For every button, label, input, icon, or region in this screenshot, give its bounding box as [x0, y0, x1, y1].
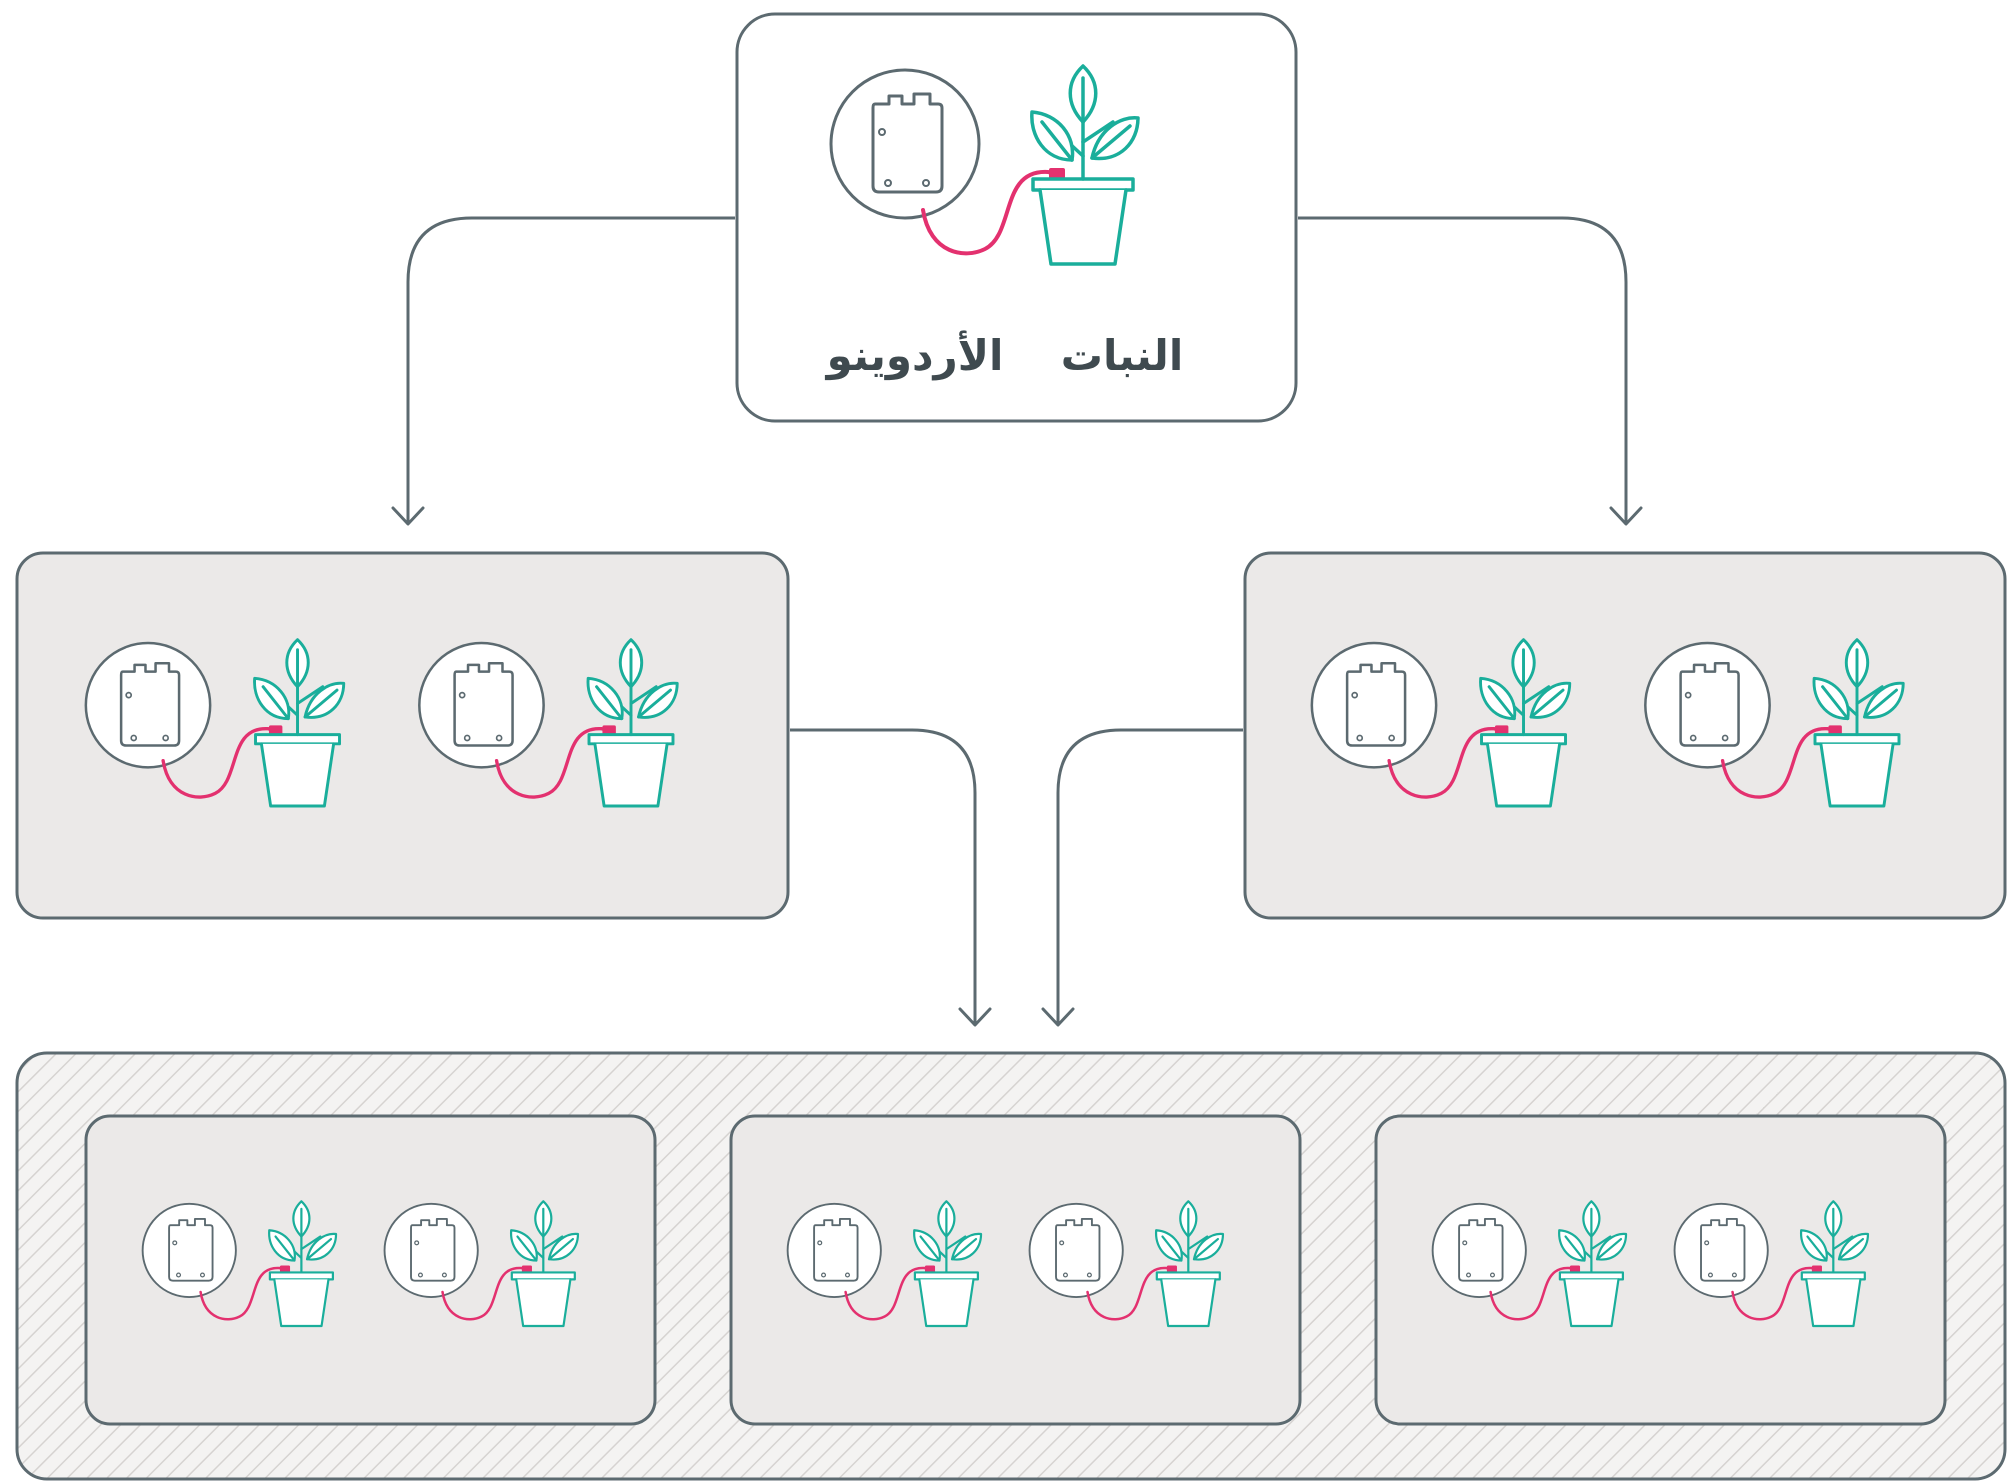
level3-group-3 [1374, 1114, 1947, 1426]
connector-mid-left [790, 728, 992, 1027]
plant-label: النبات [1061, 331, 1183, 380]
connector-top-right [1298, 216, 1643, 526]
connector-mid-right [1041, 728, 1243, 1027]
level2-group-left [15, 551, 790, 920]
level2-group-right [1243, 551, 2007, 920]
arduino-label: الأردوينو [825, 330, 1004, 381]
connector-top-left [391, 216, 735, 526]
level3-group-2 [729, 1114, 1302, 1426]
level1-card: النبات الأردوينو [735, 12, 1298, 423]
level3-container [15, 1051, 2007, 1481]
level3-group-1 [84, 1114, 657, 1426]
